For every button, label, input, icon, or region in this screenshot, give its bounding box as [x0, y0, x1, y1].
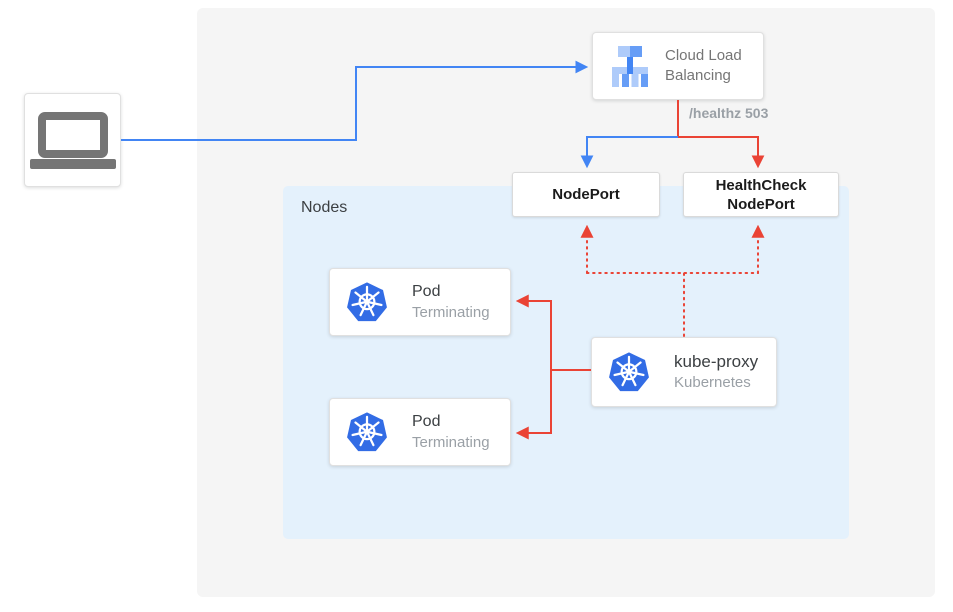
pod-2-node: Pod Terminating — [329, 398, 511, 466]
client-node — [24, 93, 121, 187]
healthz-status-label: /healthz 503 — [689, 105, 769, 121]
cloud-load-balancing-node: Cloud Load Balancing — [592, 32, 764, 100]
kube-proxy-subtitle: Kubernetes — [674, 374, 751, 391]
nodeport-node: NodePort — [512, 172, 660, 217]
cloud-load-balancing-title: Cloud Load Balancing — [665, 47, 742, 84]
healthcheck-nodeport-label-line2: NodePort — [727, 195, 795, 213]
cloud-load-balancing-icon — [608, 46, 652, 87]
healthcheck-nodeport-label-line1: HealthCheck — [715, 176, 807, 194]
pod-2-status: Terminating — [412, 434, 490, 451]
kubernetes-icon — [346, 281, 388, 323]
healthcheck-nodeport-node: HealthCheck NodePort — [683, 172, 839, 217]
kubernetes-icon — [346, 411, 388, 453]
pod-1-node: Pod Terminating — [329, 268, 511, 336]
pod-1-status: Terminating — [412, 304, 490, 321]
nodeport-label: NodePort — [552, 186, 620, 203]
nodes-label: Nodes — [301, 199, 348, 216]
laptop-icon — [29, 111, 116, 169]
pod-1-title: Pod — [412, 283, 441, 300]
pod-2-title: Pod — [412, 413, 441, 430]
kube-proxy-title: kube-proxy — [674, 352, 759, 371]
kubernetes-icon — [608, 351, 650, 393]
kube-proxy-node: kube-proxy Kubernetes — [591, 337, 777, 407]
